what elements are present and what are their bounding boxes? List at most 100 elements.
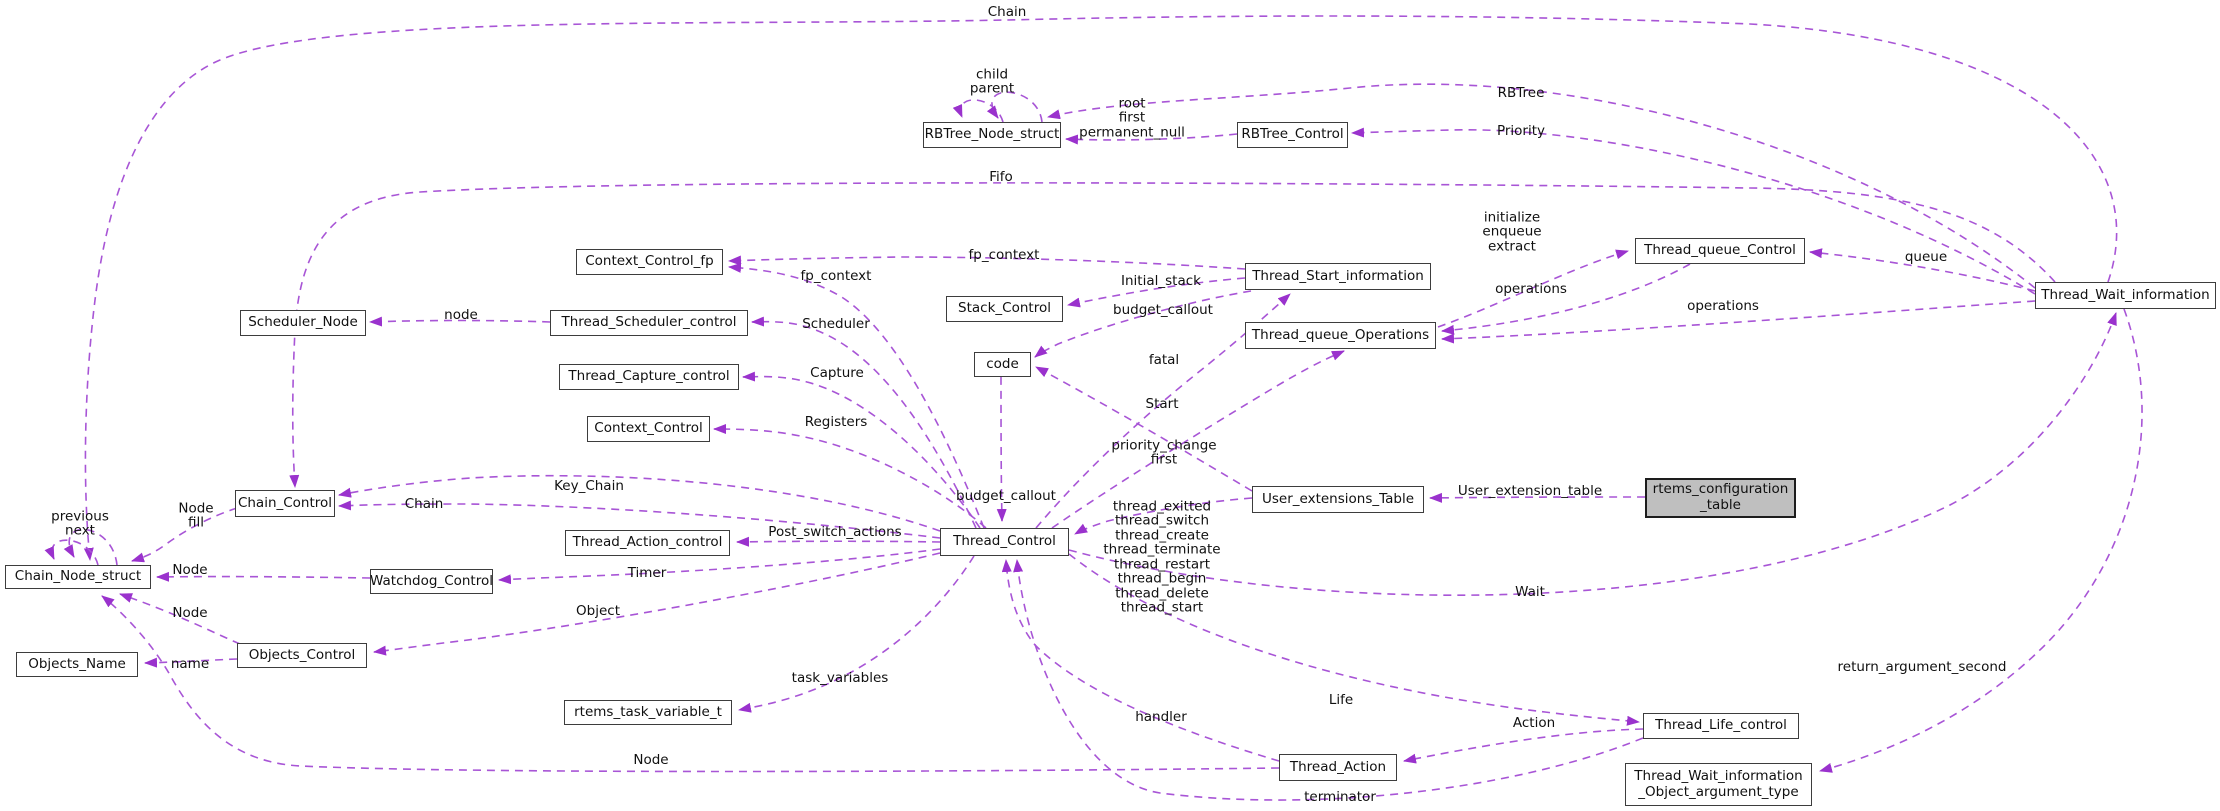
- label-wait: Wait: [1515, 583, 1545, 600]
- edge-chain-mid: M940,538 C810,522 620,506 470,504 C425,5…: [338, 500, 941, 539]
- node-thread-action-control[interactable]: Thread_Action_control: [565, 530, 730, 556]
- label-root-first-permanent-null: root first permanent_null: [1079, 95, 1185, 141]
- edge-parent-loop: M1042,122 C1038,84 972,82 998,118: [986, 91, 1043, 123]
- edge-initialize-enqueue-extract: M1438,327 C1500,305 1570,268 1628,251: [1437, 249, 1629, 328]
- edge-budget-callout-center: M1001,377 C1001,420 1001,475 1002,521: [996, 376, 1007, 522]
- node-thread-queue-control[interactable]: Thread_queue_Control: [1635, 238, 1805, 264]
- edge-budget-callout-right: M1251,291 C1185,302 1105,325 1058,344 C1…: [1034, 290, 1252, 358]
- label-scheduler: Scheduler: [802, 315, 870, 332]
- label-chain-top: Chain: [987, 3, 1027, 20]
- edge-object: M940,553 C820,582 610,622 460,641 C425,6…: [373, 552, 941, 656]
- label-operations-1: operations: [1495, 280, 1567, 297]
- label-child-parent: child parent: [969, 66, 1015, 97]
- label-node-bottom: Node: [633, 751, 669, 768]
- label-rbtree: RBTree: [1497, 84, 1545, 101]
- label-name: name: [170, 655, 210, 672]
- label-initialize-enqueue-extract: initialize enqueue extract: [1482, 209, 1542, 255]
- label-budget-callout-center: budget_callout: [956, 487, 1056, 504]
- label-handler: handler: [1135, 708, 1187, 725]
- label-fatal: fatal: [1148, 351, 1180, 368]
- node-rtems-task-variable-t[interactable]: rtems_task_variable_t: [564, 700, 732, 725]
- label-queue: queue: [1904, 248, 1948, 265]
- label-node-objects: Node: [172, 604, 208, 621]
- label-key-chain: Key_Chain: [554, 477, 624, 494]
- edge-user-extension-table: M1645,497 C1585,497 1505,497 1430,498: [1429, 492, 1646, 503]
- edge-chain-top: M2108,282 C2150,160 2040,40 1750,24 C145…: [83, 15, 2118, 561]
- edge-terminator: M1643,738 C1510,792 1310,812 1160,793 C1…: [1013, 559, 1644, 801]
- node-thread-queue-operations[interactable]: Thread_queue_Operations: [1245, 322, 1436, 349]
- label-start: Start: [1145, 395, 1179, 412]
- node-thread-scheduler-control[interactable]: Thread_Scheduler_control: [550, 310, 748, 336]
- node-thread-capture-control[interactable]: Thread_Capture_control: [559, 364, 739, 390]
- edge-priority: M2035,294 C1850,180 1600,126 1450,130 C1…: [1351, 127, 2036, 295]
- node-thread-life-control[interactable]: Thread_Life_control: [1643, 713, 1799, 739]
- label-budget-callout-right: budget_callout: [1113, 301, 1213, 318]
- node-thread-wait-information-object-argument-type[interactable]: Thread_Wait_information _Object_argument…: [1625, 763, 1812, 806]
- node-rbtree-control[interactable]: RBTree_Control: [1237, 122, 1348, 148]
- node-thread-action[interactable]: Thread_Action: [1279, 754, 1397, 781]
- edge-rbtree: M2035,288 C1850,140 1560,66 1350,88 C123…: [1047, 83, 2036, 289]
- label-chain-mid: Chain: [404, 495, 444, 512]
- edge-child-loop: M1003,122 C995,94 952,93 962,117: [952, 99, 1004, 123]
- edge-wait: M1069,550 C1310,615 1720,618 1950,505 C2…: [1068, 312, 2117, 596]
- edge-operations-1: M1690,264 C1630,298 1540,322 1442,331: [1441, 263, 1691, 335]
- edge-initial-stack: M1245,278 C1185,283 1125,293 1068,305: [1067, 277, 1246, 308]
- node-chain-node-struct[interactable]: Chain_Node_struct: [5, 565, 151, 589]
- node-objects-name[interactable]: Objects_Name: [16, 652, 138, 677]
- edge-node-scheduler: M550,322 C495,320 425,320 370,322: [369, 316, 551, 327]
- label-priority-change-first: priority_change first: [1111, 437, 1217, 468]
- edge-post-switch-actions: M940,542 C880,541 800,541 737,542: [736, 536, 941, 547]
- label-life: Life: [1328, 691, 1354, 708]
- label-priority: Priority: [1496, 122, 1546, 139]
- edge-capture: M980,528 C942,472 885,412 825,388 C795,3…: [742, 371, 981, 529]
- edge-node-fill: M237,508 C212,516 185,530 165,545 C155,5…: [131, 507, 238, 563]
- label-user-extension-table: User_extension_table: [1457, 482, 1603, 499]
- edge-node-bottom: M1279,768 C950,772 480,774 300,766 C230,…: [101, 595, 1280, 773]
- node-scheduler-node[interactable]: Scheduler_Node: [240, 310, 366, 336]
- node-context-control[interactable]: Context_Control: [587, 416, 710, 442]
- edge-task-variables: M974,556 C935,618 875,668 805,693 C780,7…: [738, 555, 975, 713]
- edge-life: M1069,554 C1190,650 1400,695 1545,712 C1…: [1068, 553, 1640, 726]
- node-thread-wait-information[interactable]: Thread_Wait_information: [2035, 282, 2216, 309]
- label-object: Object: [576, 602, 620, 619]
- node-code[interactable]: code: [974, 352, 1031, 377]
- label-node-fill: Node fill: [178, 500, 214, 531]
- label-terminator: terminator: [1304, 788, 1376, 805]
- node-stack-control[interactable]: Stack_Control: [946, 296, 1063, 322]
- label-previous-next: previous next: [51, 508, 109, 539]
- edge-name: M237,659 C212,660 180,662 145,663: [144, 657, 238, 668]
- label-return-argument-second: return_argument_second: [1837, 658, 2007, 675]
- edge-node-watchdog: M370,578 C310,577 225,576 157,577: [156, 571, 371, 582]
- node-thread-start-information[interactable]: Thread_Start_information: [1245, 263, 1431, 290]
- node-context-control-fp[interactable]: Context_Control_fp: [576, 249, 723, 275]
- node-objects-control[interactable]: Objects_Control: [237, 643, 367, 668]
- node-thread-control[interactable]: Thread_Control: [940, 528, 1069, 556]
- label-capture: Capture: [810, 364, 864, 381]
- edge-timer: M940,549 C850,561 700,572 565,577 C540,5…: [498, 548, 941, 585]
- edge-queue: M2035,291 C1960,272 1880,259 1810,252: [1809, 248, 2036, 292]
- label-initial-stack: Initial_stack: [1121, 272, 1201, 289]
- edge-registers: M986,528 C945,492 875,452 805,437 C772,4…: [713, 424, 987, 529]
- node-rbtree-node-struct[interactable]: RBTree_Node_struct: [923, 122, 1061, 148]
- edge-handler: M1279,761 C1185,733 1085,695 1035,645 C1…: [1001, 559, 1280, 762]
- label-registers: Registers: [804, 413, 868, 430]
- edge-next-loop: M117,565 C112,520 52,518 74,557: [63, 528, 118, 566]
- label-fifo: Fifo: [989, 168, 1013, 185]
- label-node-watchdog: Node: [172, 561, 208, 578]
- edge-return-argument-second: M2124,309 C2165,420 2135,555 2045,645 C1…: [1819, 308, 2143, 773]
- label-task-variables: task_variables: [791, 669, 889, 686]
- edge-fp-context-2: M984,528 C945,430 895,330 840,296 C805,2…: [728, 262, 985, 529]
- node-rtems-configuration-table: rtems_configuration _table: [1645, 478, 1796, 518]
- node-watchdog-control[interactable]: Watchdog_Control: [370, 569, 493, 594]
- edge-start: M1036,528 C1085,470 1145,415 1195,375 C1…: [1035, 293, 1291, 529]
- edge-priority-change-first: M1052,528 C1110,488 1200,432 1270,390 C1…: [1051, 350, 1345, 529]
- node-chain-control[interactable]: Chain_Control: [235, 490, 335, 517]
- label-thread-extensions: thread_exitted thread_switch thread_crea…: [1103, 498, 1221, 616]
- label-post-switch-actions: Post_switch_actions: [768, 523, 902, 540]
- edge-action: M1643,729 C1565,731 1480,746 1404,761: [1403, 728, 1644, 764]
- label-node-scheduler: node: [444, 306, 478, 323]
- label-fp-context-1: fp_context: [968, 246, 1040, 263]
- node-user-extensions-table[interactable]: User_extensions_Table: [1252, 486, 1424, 513]
- edge-operations-2: M2035,301 C1880,312 1620,332 1442,339: [1441, 300, 2036, 344]
- label-operations-2: operations: [1687, 297, 1759, 314]
